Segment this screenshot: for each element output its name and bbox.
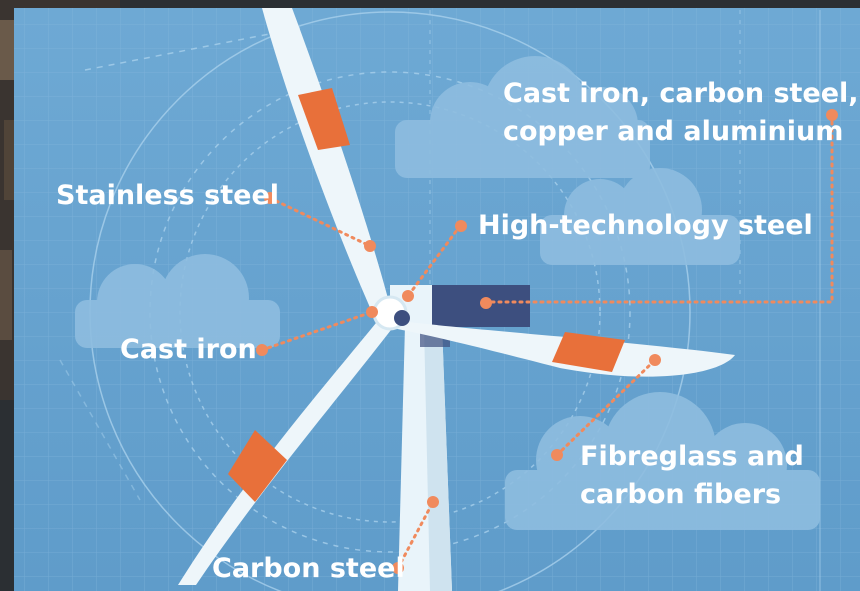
- blade-lower-left: [178, 318, 394, 585]
- label-fibreglass-line2: carbon fibers: [580, 479, 781, 510]
- clouds: [75, 56, 820, 530]
- callout-dot-carbon-steel-target: [427, 496, 439, 508]
- callout-dot-nacelle-label: [826, 109, 838, 121]
- callout-line-fibreglass: [555, 358, 657, 457]
- callout-line-cast-iron: [260, 310, 374, 352]
- callout-line-carbon-steel: [396, 500, 435, 570]
- callout-lines: [260, 113, 834, 570]
- label-nacelle-materials-line1: Cast iron, carbon steel,: [503, 78, 859, 109]
- callout-dot-fibreglass-target: [649, 354, 661, 366]
- label-high-technology-steel: High-technology steel: [478, 210, 813, 241]
- callout-dot-cast-iron-label: [256, 344, 268, 356]
- label-stainless-steel: Stainless steel: [56, 180, 279, 211]
- blade-right: [392, 320, 735, 377]
- callout-dots: [256, 109, 838, 574]
- cloud-top-right: [395, 56, 650, 178]
- callout-line-high-technology-steel: [406, 224, 462, 298]
- turbine-tower: [398, 325, 452, 591]
- callout-dot-cast-iron-target: [366, 306, 378, 318]
- callout-dot-fibreglass-label: [551, 449, 563, 461]
- callout-dot-stainless-steel-target: [364, 240, 376, 252]
- label-fibreglass-line1: Fibreglass and: [580, 441, 804, 472]
- callout-dot-carbon-steel-label: [392, 562, 404, 574]
- material-labels: Cast iron, carbon steel, copper and alum…: [56, 78, 859, 584]
- blade-upper: [262, 8, 390, 312]
- cloud-mid-right: [540, 168, 740, 265]
- callout-dot-nacelle-target: [480, 297, 492, 309]
- callout-line-nacelle-materials: [484, 113, 834, 304]
- label-cast-iron: Cast iron: [120, 334, 257, 365]
- cloud-bottom-right: [505, 392, 820, 530]
- callout-dot-high-tech-label: [455, 220, 467, 232]
- label-nacelle-materials-line2: copper and aluminium: [503, 116, 843, 147]
- callout-dot-high-tech-target: [402, 290, 414, 302]
- turbine-blades: [178, 8, 735, 585]
- callout-dot-stainless-steel-label: [264, 192, 276, 204]
- cloud-left: [75, 254, 280, 348]
- label-carbon-steel: Carbon steel: [212, 553, 405, 584]
- callout-line-stainless-steel: [268, 196, 372, 248]
